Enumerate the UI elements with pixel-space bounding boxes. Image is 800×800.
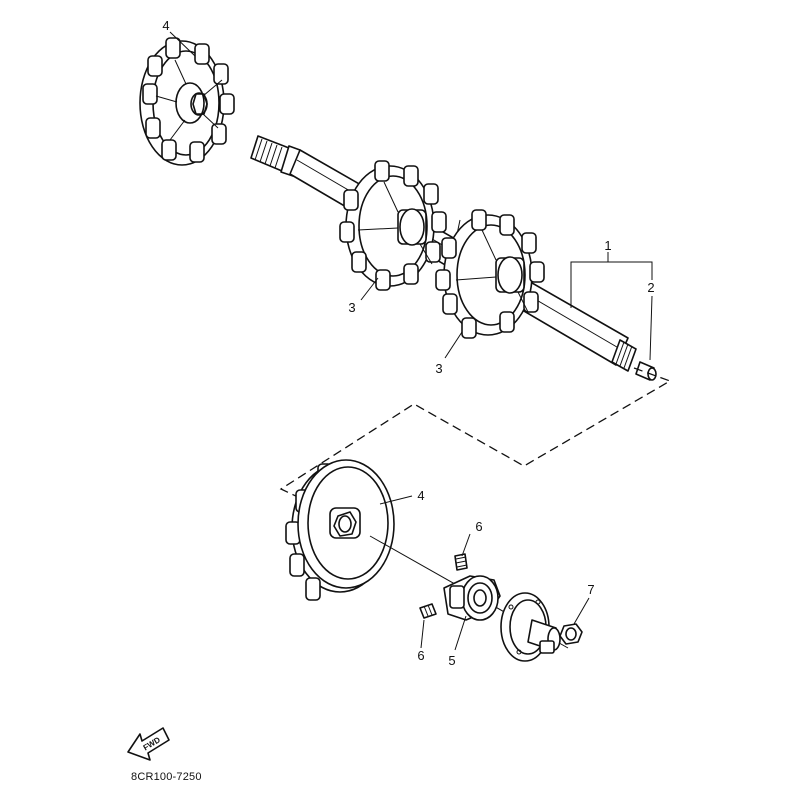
set-screw-lower (419, 603, 437, 619)
sprocket-right (435, 209, 545, 339)
sprocket-wheel-lower (285, 459, 395, 601)
set-screw-upper (454, 553, 468, 571)
callout-5: 5 (448, 653, 455, 668)
bearing (443, 575, 501, 621)
callout-2: 2 (647, 280, 654, 295)
callout-4-upper: 4 (162, 18, 169, 33)
callout-labels: 4 1 2 3 3 4 6 6 5 7 (162, 18, 654, 668)
sprocket-left (339, 160, 447, 291)
plug (635, 361, 657, 381)
nut (559, 623, 583, 645)
leader-lines (169, 31, 653, 651)
callout-1: 1 (604, 238, 611, 253)
diagram-code: 8CR100-7250 (131, 771, 202, 783)
fwd-arrow-icon: FWD (127, 727, 170, 761)
sprocket-wheel-upper (139, 37, 235, 166)
flange-hub (500, 592, 561, 662)
callout-3-left: 3 (348, 300, 355, 315)
callout-6-lower: 6 (417, 648, 424, 663)
dashed-assembly-line (279, 367, 672, 499)
callout-6-upper: 6 (475, 519, 482, 534)
callout-4-lower: 4 (417, 488, 424, 503)
callout-3-right: 3 (435, 361, 442, 376)
callout-7: 7 (587, 582, 594, 597)
